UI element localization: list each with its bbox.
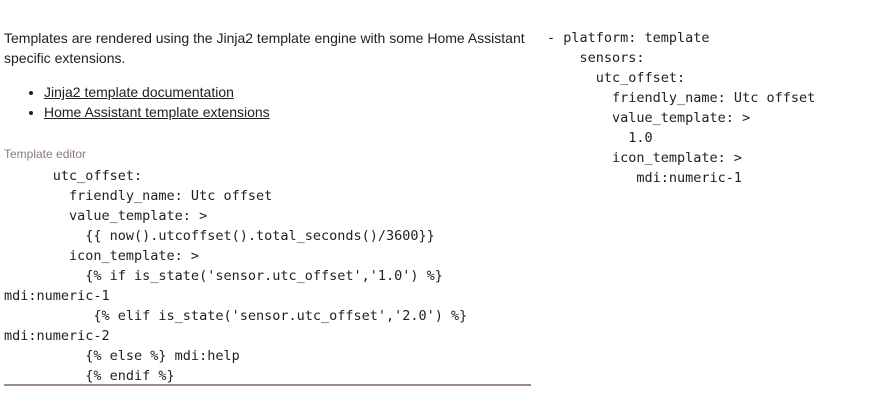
editor-line[interactable]: utc_offset: [4,168,143,184]
editor-line[interactable]: {% if is_state('sensor.utc_offset','1.0'… [4,268,443,284]
editor-line[interactable]: icon_template: > [4,248,200,264]
documentation-links: Jinja2 template documentation Home Assis… [4,82,270,122]
result-line: 1.0 [547,130,653,146]
editor-line[interactable]: {% elif is_state('sensor.utc_offset','2.… [4,308,468,324]
editor-line[interactable]: friendly_name: Utc offset [4,188,273,204]
template-editor-label: Template editor [4,147,87,161]
editor-line[interactable]: {{ now().utcoffset().total_seconds()/360… [4,228,435,244]
result-line: mdi:numeric-1 [547,170,743,186]
editor-line[interactable]: mdi:numeric-2 [4,328,110,344]
intro-text: Templates are rendered using the Jinja2 … [4,30,525,66]
editor-line[interactable]: mdi:numeric-1 [4,288,110,304]
template-panel: Templates are rendered using the Jinja2 … [4,0,531,405]
editor-line[interactable]: {% endif %} [4,368,175,384]
result-line: - platform: template [547,30,710,46]
result-line: icon_template: > [547,150,743,166]
result-line: utc_offset: [547,70,686,86]
link-item: Jinja2 template documentation [44,82,270,102]
result-line: friendly_name: Utc offset [547,90,816,106]
link-item: Home Assistant template extensions [44,102,270,122]
rendered-result: - platform: template sensors: utc_offset… [547,28,887,198]
template-editor[interactable]: utc_offset: friendly_name: Utc offset va… [4,166,531,386]
ha-template-extensions-link[interactable]: Home Assistant template extensions [44,104,270,120]
result-line: sensors: [547,50,645,66]
editor-line[interactable]: value_template: > [4,208,208,224]
jinja2-docs-link[interactable]: Jinja2 template documentation [44,84,234,100]
editor-line[interactable]: {% else %} mdi:help [4,348,240,364]
result-line: value_template: > [547,110,751,126]
